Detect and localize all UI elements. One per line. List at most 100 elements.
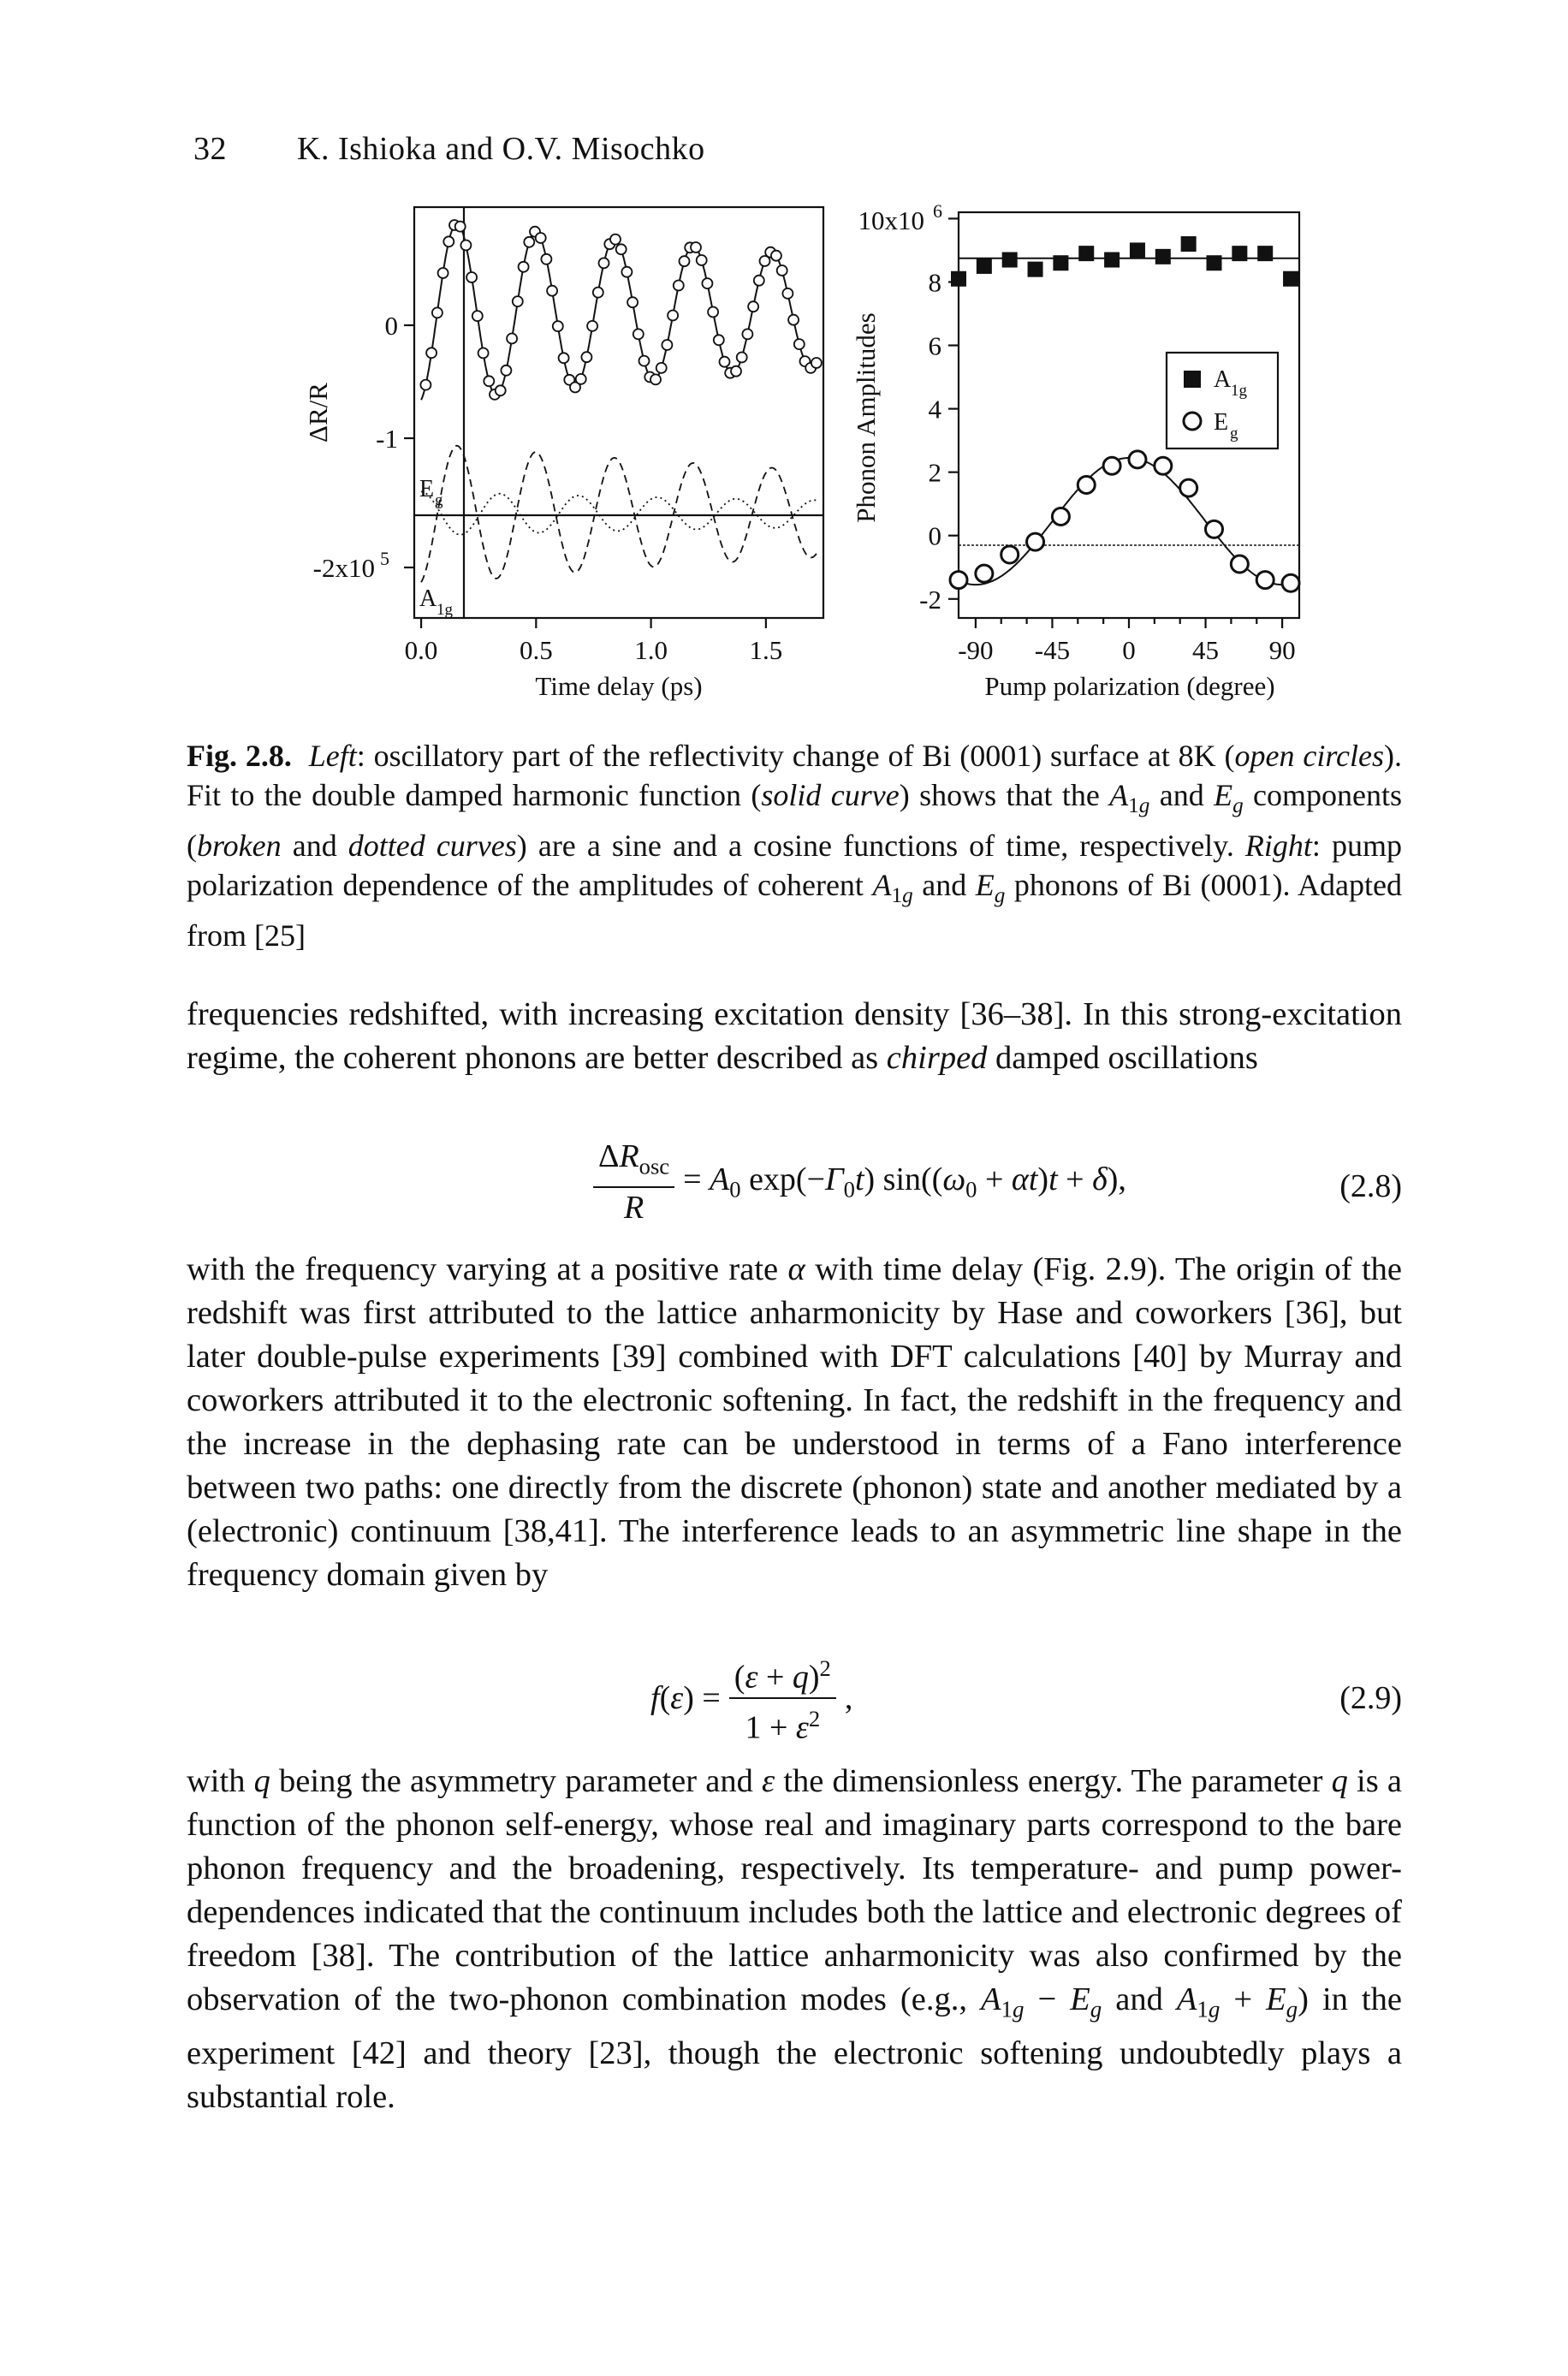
data-point-circle — [569, 381, 581, 394]
data-point-circle — [477, 347, 490, 359]
left-xlabel: Time delay (ps) — [535, 671, 702, 701]
data-point-circle — [712, 334, 725, 347]
xtick-label: 1.5 — [749, 635, 782, 665]
a1g-square-point — [1180, 236, 1197, 252]
data-point-circle — [442, 235, 455, 248]
page-number: 32 — [193, 131, 227, 167]
eq29-fraction: (ε + q)2 1 + ε2 — [728, 1650, 836, 1746]
data-point-circle — [787, 313, 799, 326]
eg-circle-point — [1280, 573, 1301, 593]
xtick-label: 0.0 — [405, 635, 438, 665]
left-ylabel: ΔR/R — [303, 383, 333, 443]
label-eg: E — [419, 476, 434, 502]
data-point-circle — [707, 306, 719, 318]
eq29-denominator: 1 + ε2 — [745, 1705, 821, 1746]
data-point-circle — [586, 319, 599, 332]
a1g-square-point — [1155, 248, 1171, 264]
figure-caption: Fig. 2.8. Left: oscillatory part of the … — [187, 736, 1402, 955]
xtick-label: 1.0 — [634, 635, 668, 665]
data-point-circle — [672, 279, 685, 292]
eq29-numerator: (ε + q)2 — [728, 1650, 836, 1699]
data-point-circle — [460, 239, 472, 252]
right-points — [948, 236, 1301, 593]
right-ytick-top: 10x10 — [858, 205, 925, 235]
xtick-label: 0 — [1122, 635, 1136, 665]
label-alg-sub: 1g — [437, 601, 454, 619]
data-point-circle — [621, 265, 633, 278]
data-point-circle — [752, 274, 765, 287]
left-points — [419, 219, 823, 401]
right-xlabel: Pump polarization (degree) — [984, 671, 1274, 701]
eg-circle-point — [1204, 519, 1224, 539]
data-point-circle — [517, 260, 530, 273]
data-point-circle — [741, 328, 754, 341]
data-point-circle — [546, 284, 559, 297]
data-point-circle — [551, 320, 564, 333]
eg-circle-point — [1229, 554, 1250, 574]
caption-label: Fig. 2.8. — [187, 739, 292, 773]
a1g-square-point — [1129, 242, 1145, 258]
right-curves — [958, 257, 1300, 586]
eg-circle-point — [1076, 474, 1096, 495]
left-ytick-0: 0 — [385, 311, 399, 341]
data-point-circle — [655, 361, 668, 374]
eg-circle-point — [1050, 507, 1071, 526]
a1g-square-point — [976, 258, 992, 274]
label-alg: A — [419, 585, 437, 612]
data-point-circle — [591, 286, 604, 299]
data-point-circle — [747, 300, 759, 313]
data-point-circle — [471, 310, 484, 323]
data-point-circle — [667, 309, 680, 322]
data-point-circle — [609, 233, 621, 246]
data-point-circle — [690, 241, 702, 253]
legend-sub-a1g: 1g — [1231, 382, 1248, 400]
paragraph-2: with the frequency varying at a positive… — [187, 1251, 1402, 1593]
eq28-rhs: = A0 exp(−Γ0t) sin((ω0 + αt)t + δ), — [683, 1161, 1126, 1203]
data-point-circle — [437, 267, 449, 279]
a1g-square-point — [1027, 261, 1043, 277]
data-point-circle — [811, 357, 823, 369]
a1g-square-point — [1104, 252, 1120, 268]
data-point-circle — [506, 332, 519, 345]
eq29-tail: , — [844, 1679, 853, 1716]
left-ytick-1: -1 — [376, 424, 398, 454]
data-point-circle — [770, 249, 782, 262]
a1g-square-point — [951, 270, 966, 287]
data-point-circle — [557, 352, 570, 365]
data-point-circle — [695, 254, 708, 266]
data-point-circle — [454, 220, 466, 233]
legend-label-eg: E — [1214, 409, 1228, 436]
data-point-circle — [775, 264, 788, 276]
eq28-number: (2.8) — [1339, 1168, 1402, 1204]
data-point-circle — [735, 351, 748, 364]
equation-2-8-expression: ΔRosc R = A0 exp(−Γ0t) sin((ω0 + αt)t + … — [585, 1138, 1126, 1226]
data-point-circle — [534, 232, 547, 244]
a1g-square-point — [1283, 270, 1299, 287]
right-ylabel: Phonon Amplitudes — [851, 312, 881, 522]
eq28-numerator: ΔRosc — [593, 1138, 675, 1188]
ytick-label: 6 — [929, 331, 942, 361]
data-point-circle — [419, 378, 432, 391]
right-legend — [1165, 351, 1280, 450]
label-eg-sub: g — [435, 491, 443, 509]
data-point-circle — [627, 296, 639, 309]
xtick-label: -90 — [958, 635, 993, 665]
ytick-label: 4 — [929, 395, 942, 425]
data-point-circle — [758, 255, 771, 267]
equation-2-8: ΔRosc R = A0 exp(−Γ0t) sin((ω0 + αt)t + … — [187, 1138, 1402, 1233]
a1g-square-point — [1078, 246, 1095, 262]
a1g-broken-curve — [420, 444, 817, 583]
left-ytick-2: -2x10 — [313, 553, 375, 583]
left-ytick-exponent: 5 — [380, 548, 389, 569]
xtick-label: 90 — [1269, 635, 1296, 665]
data-point-circle — [580, 351, 593, 364]
data-point-circle — [718, 355, 731, 368]
data-point-circle — [632, 328, 644, 341]
